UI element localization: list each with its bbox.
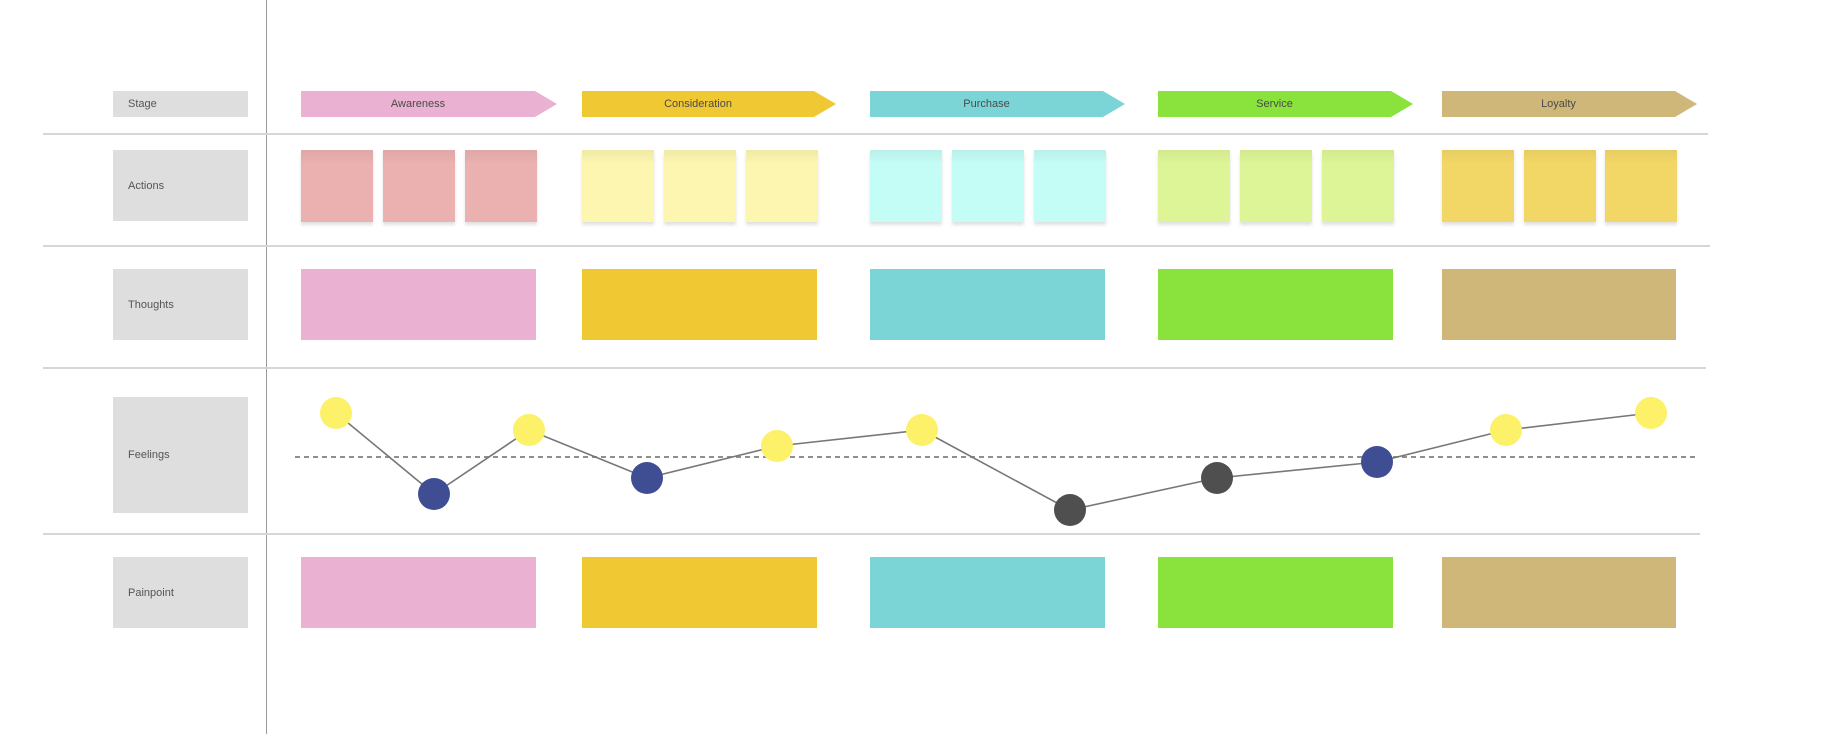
action-sticky-note[interactable] (1524, 150, 1596, 222)
feeling-point[interactable] (761, 430, 793, 462)
action-sticky-note[interactable] (1442, 150, 1514, 222)
feeling-point[interactable] (1201, 462, 1233, 494)
stage-banner-loyalty[interactable]: Loyalty (1442, 91, 1697, 117)
painpoint-block-service[interactable] (1158, 557, 1393, 628)
action-sticky-note[interactable] (870, 150, 942, 222)
painpoint-block-loyalty[interactable] (1442, 557, 1676, 628)
stage-banner-consideration[interactable]: Consideration (582, 91, 836, 117)
action-sticky-note[interactable] (582, 150, 654, 222)
stage-banner-awareness[interactable]: Awareness (301, 91, 557, 117)
action-sticky-note[interactable] (383, 150, 455, 222)
row-divider (43, 245, 1710, 247)
row-divider (43, 533, 1700, 535)
row-label-feelings: Feelings (113, 397, 248, 513)
feeling-point[interactable] (320, 397, 352, 429)
feeling-point[interactable] (1361, 446, 1393, 478)
thought-block-purchase[interactable] (870, 269, 1105, 340)
feeling-point[interactable] (906, 414, 938, 446)
stage-label: Purchase (963, 98, 1010, 110)
stage-banner-service[interactable]: Service (1158, 91, 1413, 117)
feeling-point[interactable] (418, 478, 450, 510)
stage-banner-purchase[interactable]: Purchase (870, 91, 1125, 117)
stage-label: Awareness (390, 98, 446, 110)
feeling-point[interactable] (631, 462, 663, 494)
thought-block-loyalty[interactable] (1442, 269, 1676, 340)
action-sticky-note[interactable] (664, 150, 736, 222)
row-label-text: Painpoint (128, 586, 174, 599)
stage-label: Consideration (664, 98, 732, 110)
row-divider (43, 367, 1706, 369)
row-label-stage: Stage (113, 91, 248, 117)
row-label-text: Stage (128, 98, 157, 110)
row-label-text: Feelings (128, 449, 170, 461)
action-sticky-note[interactable] (746, 150, 818, 222)
action-sticky-note[interactable] (1158, 150, 1230, 222)
action-sticky-note[interactable] (465, 150, 537, 222)
feeling-point[interactable] (1054, 494, 1086, 526)
row-label-thoughts: Thoughts (113, 269, 248, 340)
action-sticky-note[interactable] (952, 150, 1024, 222)
row-divider (43, 133, 1708, 135)
stage-label: Loyalty (1541, 98, 1576, 110)
row-label-text: Thoughts (128, 298, 174, 311)
painpoint-block-awareness[interactable] (301, 557, 536, 628)
row-label-text: Actions (128, 179, 165, 192)
thought-block-service[interactable] (1158, 269, 1393, 340)
row-label-actions: Actions (113, 150, 248, 221)
feeling-point[interactable] (1490, 414, 1522, 446)
stage-label: Service (1256, 98, 1293, 110)
row-label-painpoint: Painpoint (113, 557, 248, 628)
feeling-point[interactable] (1635, 397, 1667, 429)
action-sticky-note[interactable] (301, 150, 373, 222)
feeling-point[interactable] (513, 414, 545, 446)
painpoint-block-purchase[interactable] (870, 557, 1105, 628)
action-sticky-note[interactable] (1034, 150, 1106, 222)
painpoint-block-consideration[interactable] (582, 557, 817, 628)
action-sticky-note[interactable] (1322, 150, 1394, 222)
thought-block-awareness[interactable] (301, 269, 536, 340)
action-sticky-note[interactable] (1240, 150, 1312, 222)
action-sticky-note[interactable] (1605, 150, 1677, 222)
thought-block-consideration[interactable] (582, 269, 817, 340)
